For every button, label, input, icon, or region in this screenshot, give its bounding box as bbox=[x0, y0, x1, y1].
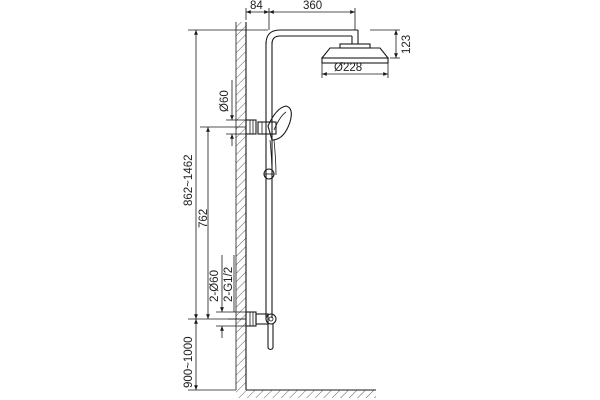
bracket-diameter-label: Ø60 bbox=[219, 90, 231, 112]
dimension-head-height: 123 bbox=[370, 29, 413, 59]
bottom-diameter-label: 2-Ø60 bbox=[209, 270, 221, 302]
slider-knob bbox=[263, 168, 275, 180]
floor-height-label: 900~1000 bbox=[183, 337, 195, 389]
dimension-floor-height: 900~1000 bbox=[183, 319, 236, 391]
bar-length-label: 762 bbox=[198, 209, 210, 228]
head-diameter-label: Ø228 bbox=[334, 62, 362, 74]
head-height-label: 123 bbox=[401, 35, 413, 54]
thread-label: 2-G1/2 bbox=[223, 267, 235, 302]
hand-shower bbox=[257, 105, 292, 141]
total-height-label: 862~1462 bbox=[183, 155, 195, 207]
dimension-bar-length: 762 bbox=[198, 126, 246, 319]
upper-wall-bracket bbox=[245, 119, 257, 135]
shower-riser bbox=[265, 29, 359, 318]
wall bbox=[235, 22, 247, 390]
dimension-top: 84 360 bbox=[245, 0, 356, 30]
hose bbox=[269, 139, 277, 176]
dimension-bracket-diameter: Ø60 bbox=[219, 80, 246, 146]
floor bbox=[236, 389, 376, 398]
dimension-head-diameter: Ø228 bbox=[321, 62, 389, 78]
arm-length-label: 360 bbox=[303, 0, 322, 12]
dimension-bottom-connections: 2-Ø60 2-G1/2 bbox=[209, 255, 246, 338]
mixer-valve bbox=[245, 311, 277, 351]
shower-head bbox=[320, 43, 390, 64]
wall-offset-label: 84 bbox=[250, 0, 263, 12]
